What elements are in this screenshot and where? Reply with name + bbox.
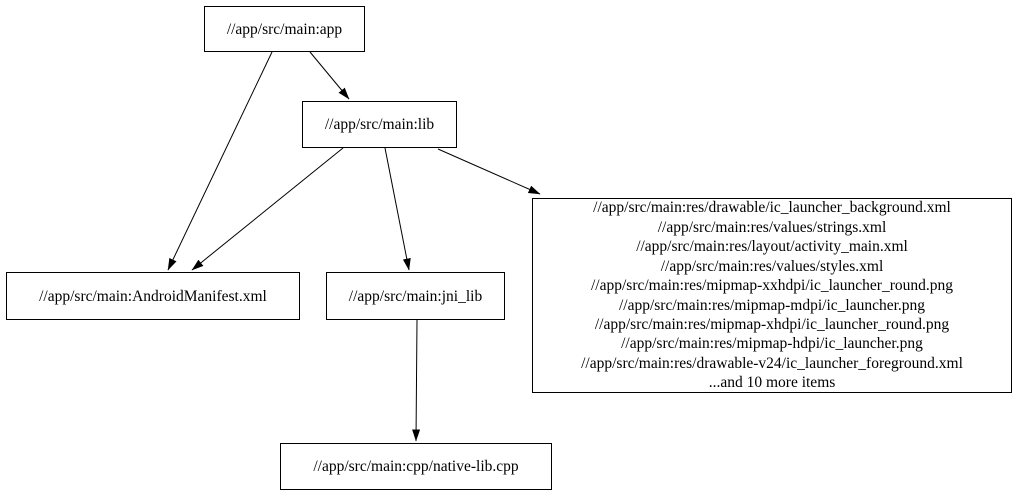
node-jni-lib-label: //app/src/main:jni_lib — [348, 287, 483, 305]
resources-more-items-note: ...and 10 more items — [708, 374, 836, 392]
edge-app-to-manifest — [167, 51, 273, 271]
resource-item: //app/src/main:res/values/strings.xml — [657, 218, 887, 236]
node-lib: //app/src/main:lib — [302, 101, 457, 148]
resource-item: //app/src/main:res/values/styles.xml — [660, 257, 884, 275]
resource-item: //app/src/main:res/mipmap-hdpi/ic_launch… — [621, 335, 923, 353]
node-android-manifest-label: //app/src/main:AndroidManifest.xml — [39, 287, 267, 305]
edge-jni-lib-to-native-cpp — [412, 319, 421, 442]
node-app: //app/src/main:app — [204, 6, 365, 52]
node-lib-label: //app/src/main:lib — [324, 116, 435, 133]
resource-item: //app/src/main:res/layout/activity_main.… — [636, 238, 908, 256]
resource-item: //app/src/main:res/mipmap-xhdpi/ic_launc… — [594, 315, 950, 333]
edge-lib-to-manifest — [191, 147, 344, 271]
resource-item: //app/src/main:res/drawable-v24/ic_launc… — [581, 354, 963, 372]
edge-lib-to-resources — [437, 148, 541, 195]
node-app-label: //app/src/main:app — [226, 20, 343, 38]
edge-lib-to-jni-lib — [384, 147, 411, 271]
resource-item: //app/src/main:res/mipmap-xxhdpi/ic_laun… — [590, 277, 953, 295]
node-android-manifest: //app/src/main:AndroidManifest.xml — [6, 272, 300, 320]
edge-app-to-lib — [309, 51, 350, 100]
node-native-lib-cpp-label: //app/src/main:cpp/native-lib.cpp — [313, 458, 519, 475]
node-resources-group: //app/src/main:res/drawable/ic_launcher_… — [532, 198, 1012, 393]
resource-item: //app/src/main:res/mipmap-mdpi/ic_launch… — [618, 296, 926, 314]
node-jni-lib: //app/src/main:jni_lib — [326, 272, 505, 320]
resource-item: //app/src/main:res/drawable/ic_launcher_… — [593, 199, 951, 217]
node-native-lib-cpp: //app/src/main:cpp/native-lib.cpp — [280, 443, 552, 490]
